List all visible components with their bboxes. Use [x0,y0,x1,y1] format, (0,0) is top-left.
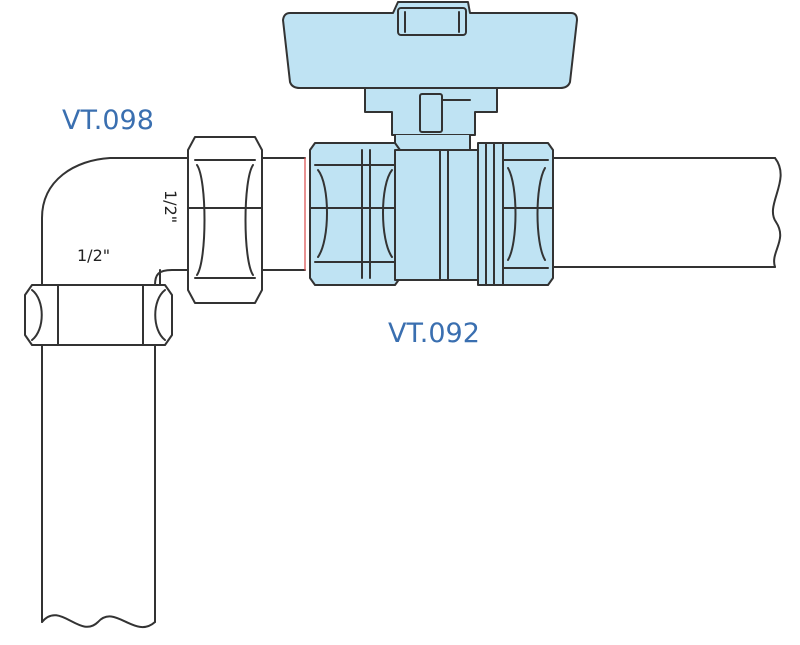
elbow-fitting [24,157,196,346]
thread-size-label-vertical: 1/2" [161,190,180,223]
elbow-body [41,157,196,286]
union-nut [187,136,263,304]
elbow-hex-nut [24,284,173,346]
valve-right-coupling [477,142,554,286]
elbow-code-label: VT.098 [62,105,154,136]
ball-valve [282,1,578,286]
horizontal-pipe [547,157,782,268]
pipe-cut-bottom [41,614,156,629]
valve-code-label: VT.092 [388,318,480,349]
pipe-cut-right [771,157,782,268]
pipe-stub [254,157,306,271]
valve-body [394,149,481,281]
handle-nut [397,7,467,36]
valve-left-hex [309,142,401,286]
thread-size-label-horizontal: 1/2" [77,246,110,265]
butterfly-handle [282,1,578,89]
vertical-pipe [41,344,156,629]
